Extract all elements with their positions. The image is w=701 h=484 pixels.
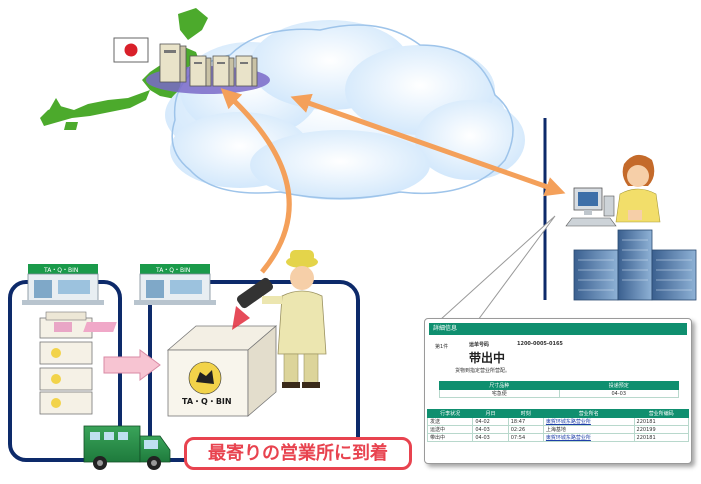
status-note: 货物到指定营业所营配。	[455, 368, 511, 374]
shop-building-icon	[22, 264, 104, 305]
history-cell: 发送	[426, 417, 474, 426]
info-cell: 宅急便	[439, 389, 560, 398]
info-cell: 04-03	[558, 389, 679, 398]
table-row: 发送 04-02 18:47 東賀环城东路营业所 220181	[426, 417, 690, 426]
history-header: 月日	[472, 409, 509, 418]
info-header: 尺寸品种	[439, 381, 560, 390]
tracking-number: 1200-0005-0165	[517, 341, 563, 347]
branch-link[interactable]: 東賀环城东路营业所	[542, 433, 635, 442]
history-cell: 18:47	[507, 417, 544, 426]
tracking-label: 运单号码	[469, 342, 490, 348]
info-header: 投递预定	[558, 381, 679, 390]
table-row: 运送中 04-03 02:26 上海基地 220199	[426, 425, 690, 434]
office-worker-icon	[615, 154, 661, 223]
japan-flag-icon	[113, 37, 149, 63]
history-cell: 上海基地	[542, 425, 635, 434]
office-building-icon	[573, 229, 697, 301]
shop-building-icon	[134, 264, 216, 305]
parcel-box-icon	[39, 311, 93, 415]
history-header: 营业所名	[542, 409, 635, 418]
transfer-arrow	[103, 349, 161, 381]
history-cell: 04-03	[472, 433, 509, 442]
server-rack-icon	[146, 43, 270, 94]
panel-header: 詳細信息	[429, 323, 687, 335]
item-number: 第1件	[435, 344, 449, 350]
shop-sign-2: TA・Q・BIN	[155, 267, 190, 274]
shop-sign-1: TA・Q・BIN	[43, 267, 78, 274]
history-cell: 07:54	[507, 433, 544, 442]
history-cell: 带出中	[426, 433, 474, 442]
tracking-result-panel: 詳細信息 第1件 运单号码 1200-0005-0165 带出中 货物到指定营业…	[424, 318, 692, 464]
history-header: 时刻	[507, 409, 544, 418]
history-cell: 02:26	[507, 425, 544, 434]
tracking-history-table: 行李状况 月日 时刻 营业所名 营业所编码 发送 04-02 18:47 東賀环…	[426, 409, 690, 442]
delivery-truck-icon	[83, 425, 171, 470]
delivery-status: 带出中	[469, 351, 506, 365]
two-way-arrow	[290, 93, 566, 197]
arrival-status-banner: 最寄りの営業所に到着	[184, 437, 412, 470]
history-cell: 04-02	[472, 417, 509, 426]
table-row: 带出中 04-03 07:54 東賀环城东路营业所 220181	[426, 433, 690, 442]
box-logo: TA・Q・BIN	[182, 397, 232, 406]
history-header: 行李状况	[426, 409, 474, 418]
branch-link[interactable]: 東賀环城东路营业所	[542, 417, 635, 426]
computer-terminal-icon	[565, 187, 617, 227]
upload-arrow	[220, 88, 292, 274]
history-cell: 运送中	[426, 425, 474, 434]
courier-person-icon	[262, 250, 327, 388]
history-cell: 220181	[633, 417, 690, 426]
history-cell: 220199	[633, 425, 690, 434]
popup-callout-tail	[438, 215, 556, 321]
history-cell: 04-03	[472, 425, 509, 434]
barcode-scanner-icon	[232, 277, 274, 330]
history-cell: 220181	[633, 433, 690, 442]
history-header: 营业所编码	[633, 409, 690, 418]
ta-q-bin-box-icon	[83, 322, 278, 417]
shipment-info-table: 尺寸品种 投递预定 宅急便 04-03	[439, 381, 679, 398]
cloud-icon	[165, 20, 525, 200]
